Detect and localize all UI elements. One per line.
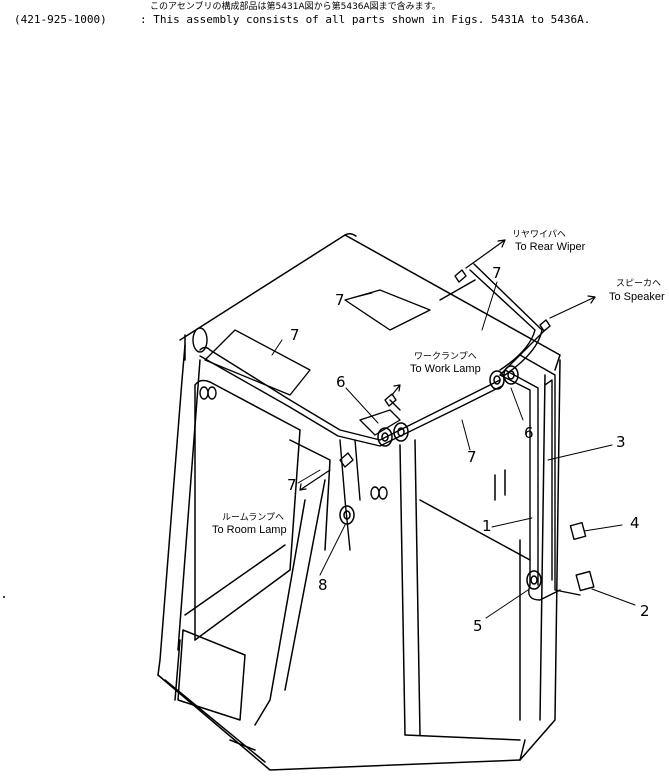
- speaker-label-en: To Speaker: [609, 291, 665, 303]
- header-description: : This assembly consists of all parts sh…: [140, 13, 590, 26]
- callout-5: 5: [473, 617, 483, 635]
- callout-7-lamp-run: 7: [287, 476, 297, 494]
- tape-pads: [204, 289, 431, 436]
- leader-lines: [271, 281, 636, 619]
- clamps: [339, 365, 542, 590]
- speaker-label-jp: スピーカヘ: [616, 278, 661, 289]
- callout-7-wiper-run: 7: [492, 264, 502, 282]
- callout-2: 2: [640, 602, 650, 620]
- callout-4: 4: [630, 514, 640, 532]
- connectors: [192, 269, 595, 592]
- work-lamp-label-jp: ワークランプヘ: [414, 351, 477, 362]
- callout-3: 3: [616, 433, 626, 451]
- work-lamp-label-en: To Work Lamp: [410, 363, 481, 375]
- callout-7-roof-pad: 7: [335, 291, 345, 309]
- destination-arrows: [299, 239, 596, 491]
- rear-wiper-label-jp: リヤワイパヘ: [512, 229, 566, 240]
- stray-dot: [3, 596, 5, 598]
- header-part-code: (421-925-1000): [14, 13, 107, 26]
- wiring-harness: [199, 263, 581, 601]
- callout-6-left: 6: [336, 373, 346, 391]
- callout-8: 8: [318, 576, 328, 594]
- callout-1: 1: [482, 517, 492, 535]
- cab-outline: [157, 232, 561, 771]
- callout-7-mid-run: 7: [467, 448, 477, 466]
- room-lamp-label-en: To Room Lamp: [212, 524, 287, 536]
- callout-7-left-pad: 7: [290, 326, 300, 344]
- room-lamp-label-jp: ルームランプヘ: [222, 512, 284, 523]
- header-japanese: このアセンブリの構成部品は第5431A図から第5436A図まで含みます。: [150, 0, 441, 12]
- callout-6-right: 6: [524, 424, 534, 442]
- rear-wiper-label-en: To Rear Wiper: [515, 241, 586, 253]
